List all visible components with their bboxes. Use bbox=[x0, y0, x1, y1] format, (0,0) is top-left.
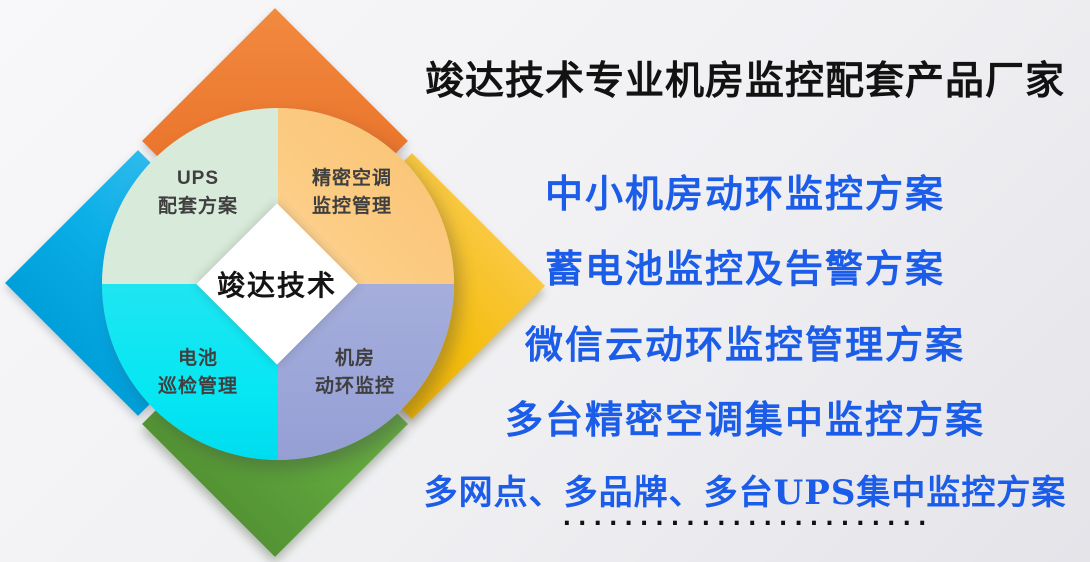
quadrant-ups-label: UPS 配套方案 bbox=[158, 165, 238, 220]
quadrant-battery-line2: 巡检管理 bbox=[157, 376, 238, 397]
quadrant-machine-room: 机房 动环监控 bbox=[278, 284, 454, 460]
quadrant-aircon-line1: 精密空调 bbox=[311, 168, 392, 190]
quadrant-precision-aircon: 精密空调 监控管理 bbox=[278, 108, 454, 284]
solution-item-small-room: 中小机房动环监控方案 bbox=[544, 171, 945, 216]
quadrant-ups: UPS 配套方案 bbox=[102, 108, 278, 284]
quadrant-battery-line1: 电池 bbox=[177, 348, 218, 370]
ellipsis-dots: ........................ bbox=[559, 503, 931, 531]
brand-name: 竣达技术 bbox=[216, 269, 338, 303]
quadrant-battery-label: 电池 巡检管理 bbox=[158, 345, 238, 400]
product-diagram: UPS 配套方案 精密空调 监控管理 电池 巡检管理 机房 动环监控 bbox=[5, 8, 545, 557]
page-title: 竣达技术专业机房监控配套产品厂家 bbox=[424, 58, 1065, 104]
solution-item-multi-ups: 多网点、多品牌、多台UPS集中监控方案 bbox=[423, 473, 1067, 513]
quadrant-room-line1: 机房 bbox=[334, 348, 375, 370]
text-panel: 竣达技术专业机房监控配套产品厂家 中小机房动环监控方案 蓄电池监控及告警方案 微… bbox=[400, 0, 1090, 562]
quadrant-aircon-line2: 监控管理 bbox=[311, 196, 392, 217]
quadrant-room-line2: 动环监控 bbox=[314, 376, 395, 397]
quadrant-precision-aircon-label: 精密空调 监控管理 bbox=[312, 165, 392, 220]
solution-item-battery: 蓄电池监控及告警方案 bbox=[544, 246, 945, 291]
solution-item-wechat-cloud: 微信云动环监控管理方案 bbox=[524, 322, 965, 367]
solution-item-aircon-central: 多台精密空调集中监控方案 bbox=[504, 397, 985, 442]
solutions-circle: UPS 配套方案 精密空调 监控管理 电池 巡检管理 机房 动环监控 bbox=[102, 108, 454, 460]
quadrant-ups-line1: UPS bbox=[176, 168, 220, 190]
quadrant-machine-room-label: 机房 动环监控 bbox=[315, 345, 395, 400]
quadrant-ups-line2: 配套方案 bbox=[157, 196, 238, 217]
